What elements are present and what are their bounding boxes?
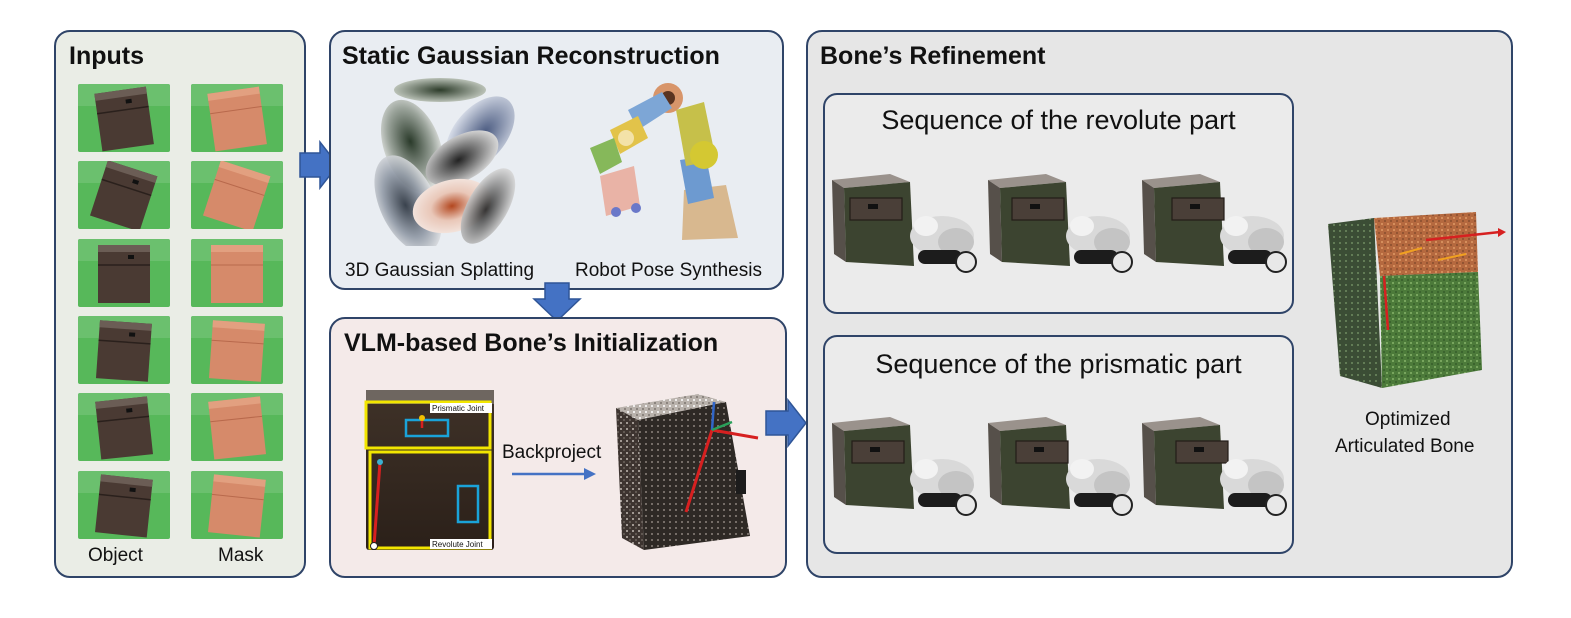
object-thumbnail	[78, 239, 170, 307]
revolute-joint-label: Revolute Joint	[432, 540, 483, 549]
prismatic-frame	[1140, 413, 1290, 524]
object-thumbnail	[78, 84, 170, 152]
mask-thumbnail	[191, 161, 283, 229]
prismatic-sequence-title: Sequence of the prismatic part	[875, 349, 1242, 379]
revolute-frame	[1140, 170, 1290, 281]
prismatic-joint-label: Prismatic Joint	[432, 404, 485, 413]
static-reconstruction-title: Static Gaussian Reconstruction	[342, 42, 720, 70]
optimized-bone-label-line2: Articulated Bone	[1335, 436, 1475, 457]
object-column-label: Object	[88, 545, 143, 566]
gaussian-splatting-caption: 3D Gaussian Splatting	[345, 260, 535, 281]
prismatic-frame	[830, 413, 980, 524]
object-thumbnail	[78, 161, 170, 229]
annotated-cabinet-image: Prismatic Joint Revolute Joint	[364, 390, 494, 550]
object-thumbnail	[78, 393, 170, 461]
mask-column-label: Mask	[218, 545, 264, 566]
mask-thumbnail	[191, 84, 283, 152]
backproject-label: Backproject	[502, 442, 602, 463]
object-thumbnail	[78, 316, 170, 384]
revolute-frame	[986, 170, 1136, 281]
mask-thumbnail	[191, 316, 283, 384]
inputs-title: Inputs	[69, 42, 144, 70]
revolute-frame	[830, 170, 980, 281]
mask-thumbnail	[191, 471, 283, 539]
prismatic-frame	[986, 413, 1136, 524]
arrow-reconstruction-to-vlm	[532, 282, 582, 323]
mask-thumbnail	[191, 239, 283, 307]
optimized-bone-label-line1: Optimized	[1365, 409, 1451, 430]
revolute-sequence-title: Sequence of the revolute part	[881, 105, 1236, 135]
mask-thumbnail	[191, 393, 283, 461]
optimized-bone-pointcloud	[1328, 212, 1506, 388]
robot-pose-illustration	[590, 83, 738, 240]
refinement-title: Bone’s Refinement	[820, 42, 1046, 70]
object-thumbnail	[78, 471, 170, 539]
backproject-arrow	[512, 468, 596, 480]
gaussian-ellipsoids-illustration	[374, 78, 516, 246]
vlm-initialization-title: VLM-based Bone’s Initialization	[344, 329, 719, 357]
pointcloud-cabinet-with-axes	[616, 394, 759, 550]
arrow-vlm-to-refinement	[765, 397, 807, 449]
robot-pose-caption: Robot Pose Synthesis	[575, 260, 762, 281]
